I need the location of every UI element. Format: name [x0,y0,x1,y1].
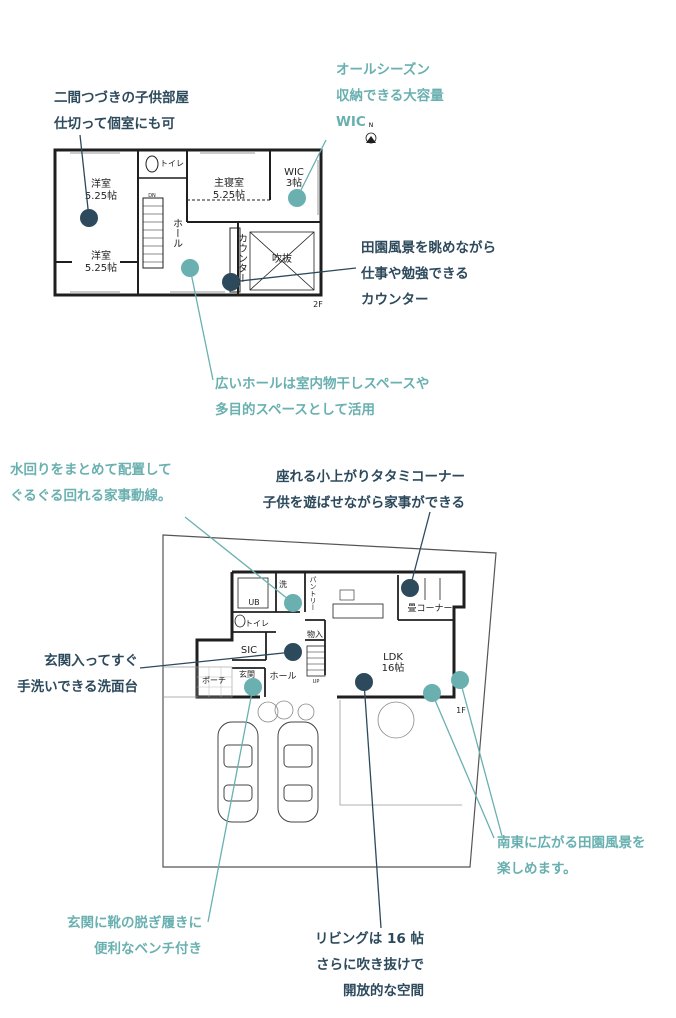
annotation-southeast: 南東に広がる田園風景を楽しめます。 [497,835,646,877]
room-wash: 洗 [279,579,287,589]
room-master-name: 主寝室 [214,176,244,189]
room-wic-size: 3帖 [286,176,302,189]
site-boundary [162,534,497,868]
floor-2-label: 2F [313,300,323,309]
annotation-water: 水回りをまとめて配置してぐるぐる回れる家事動線。 [10,462,172,504]
marker-living [355,673,373,691]
marker-hall-2f [181,259,199,277]
room-void: 吹抜 [272,252,292,265]
room-ldk-size: 16帖 [382,661,405,674]
marker-southeast-1 [423,684,441,702]
floor-1-plan [162,534,497,868]
svg-text:N: N [369,122,374,129]
room-toilet-1f: トイレ [245,619,269,628]
room-hall-1f: ホール [269,671,296,682]
room-pantry: パントリー [309,576,317,611]
room-ldk-name: LDK [383,652,403,663]
car-left [217,721,259,823]
marker-tatami [401,579,419,597]
room-toilet-2f: トイレ [160,159,184,168]
room-west-top-size: 5.25帖 [85,189,117,202]
north-compass-icon: N [365,122,377,144]
marker-water [284,594,302,612]
room-entrance: 玄関 [239,669,255,679]
room-tatami: 畳コーナー [407,603,452,614]
floor-1-label: 1F [456,706,466,715]
car-right [277,721,319,823]
room-sic: SIC [241,645,257,656]
annotation-kids-room: 二間つづきの子供部屋仕切って個室にも可 [54,90,189,132]
marker-southeast-2 [451,671,469,689]
stair-dn-label: DN [148,193,156,199]
room-storage: 物入 [307,629,323,639]
room-counter: カウンター [236,233,248,283]
room-master-size: 5.25帖 [213,188,245,201]
room-wic-name: WIC [284,167,304,178]
marker-wic [288,189,306,207]
room-west-bottom-size: 5.25帖 [85,261,117,274]
annotation-washbasin: 玄関入ってすぐ手洗いできる洗面台 [17,653,138,695]
annotation-hall-2f: 広いホールは室内物干しスペースや多目的スペースとして活用 [215,376,430,418]
room-hall-2f: ホール [171,218,183,248]
marker-kids-room [80,209,98,227]
annotation-living: リビングは 16 帖さらに吹き抜けで開放的な空間 [314,931,424,999]
room-ub: UB [248,598,259,607]
stair-up-label: UP [313,679,320,685]
annotation-entrance: 玄関に靴の脱ぎ履きに便利なベンチ付き [67,915,202,957]
annotation-counter: 田園風景を眺めながら仕事や勉強できるカウンター [361,240,496,308]
room-porch: ポーチ [202,676,226,685]
annotation-tatami: 座れる小上がりタタミコーナー子供を遊ばせながら家事ができる [262,469,465,511]
floor-2-plan [53,148,323,297]
floor-1-labels: 洗 UB パントリー 畳コーナー トイレ 物入 SIC LDK 16帖 ホール … [202,576,466,715]
floor-1-leaders [139,511,503,929]
room-west-top-name: 洋室 [91,177,111,190]
marker-counter [222,273,240,291]
floor-2-leaders [79,134,357,381]
floor-2-labels: 洋室 5.25帖 洋室 5.25帖 トイレ 主寝室 5.25帖 WIC 3帖 ホ… [85,159,323,309]
marker-entrance [244,678,262,696]
room-west-bottom-name: 洋室 [91,249,111,262]
marker-washbasin [284,643,302,661]
